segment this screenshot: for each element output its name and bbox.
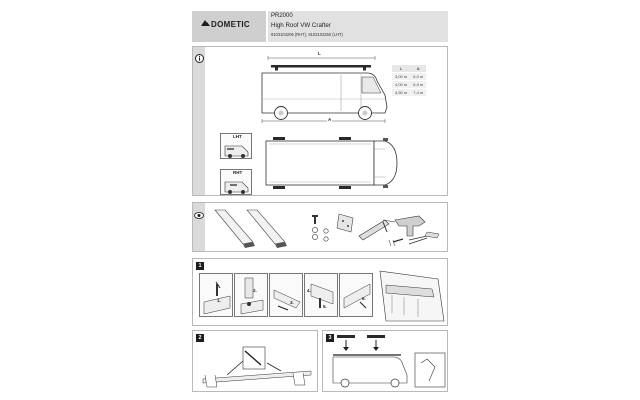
- dometic-logo-icon: [201, 20, 210, 26]
- step-1-panel-c: 3.: [269, 273, 303, 317]
- length-table: L A 3,00 m 6,0 m 4,00 m 6,9 m 4,50 m 7,4…: [392, 65, 427, 96]
- step-3-section: 3: [322, 330, 448, 392]
- table-cell: 7,4 m: [410, 88, 427, 96]
- van-side-view: [261, 56, 388, 123]
- table-cell: 3,00 m: [392, 72, 411, 81]
- parts-tools-section: [192, 202, 448, 252]
- info-side-bar: [193, 47, 205, 195]
- step-2-number: 2: [196, 334, 204, 342]
- bracket-mount-illustration: [310, 283, 334, 308]
- table-header-l: L: [392, 65, 411, 73]
- table-row: 4,00 m 6,9 m: [392, 80, 427, 89]
- step-1-panel-e: 6.: [339, 273, 373, 317]
- info-section: L A L A 3,00 m 6,0 m 4,00 m 6,9 m 4,50 m…: [192, 46, 448, 196]
- substep-6-label: 6.: [362, 296, 366, 301]
- rht-van-icon: [224, 181, 249, 194]
- rht-thumbnail: RHT: [220, 169, 252, 195]
- vehicle-name: High Roof VW Crafter: [271, 22, 331, 29]
- step-1-section: 1 1. 2. 3.: [192, 258, 448, 326]
- article-numbers: 9103104206 (RHT), 9103104250 (LHT): [271, 32, 343, 37]
- step-2-section: 2: [192, 330, 318, 392]
- rail-length-illustration: [202, 346, 312, 388]
- van-top-view: [265, 137, 398, 189]
- substep-1-label: 1.: [217, 298, 221, 303]
- parts-illustration: [214, 209, 440, 248]
- table-header-a: A: [410, 65, 427, 73]
- brand-block: DOMETIC: [192, 11, 266, 42]
- model-name: PR2000: [271, 13, 293, 19]
- eye-icon: [194, 212, 204, 219]
- table-cell: 6,0 m: [410, 72, 427, 81]
- rail-fix-illustration: [343, 283, 371, 309]
- lht-van-icon: [224, 145, 249, 158]
- a-marker: A: [327, 117, 333, 122]
- lht-label: LHT: [233, 134, 242, 139]
- parts-side-bar: [193, 203, 205, 251]
- table-cell: 4,50 m: [392, 88, 411, 96]
- substep-3-label: 3.: [290, 300, 294, 305]
- table-cell: 4,00 m: [392, 80, 411, 89]
- step-1-number: 1: [196, 262, 204, 270]
- rht-label: RHT: [233, 170, 243, 175]
- step-1-panel-a: 1.: [199, 273, 233, 317]
- instruction-sheet: DOMETIC PR2000 High Roof VW Crafter 9103…: [192, 8, 448, 392]
- product-title-block: PR2000 High Roof VW Crafter 9103104206 (…: [268, 11, 448, 42]
- step-1-panel-b: 2.: [234, 273, 268, 317]
- lht-thumbnail: LHT: [220, 133, 252, 159]
- info-icon: [195, 54, 204, 63]
- substep-5-label: 5.: [323, 304, 327, 309]
- wrench-tighten-illustration: [240, 277, 264, 315]
- roof-rail-detail-illustration: [379, 270, 445, 322]
- table-row: 3,00 m 6,0 m: [392, 72, 427, 81]
- brand-name: DOMETIC: [211, 20, 250, 29]
- substep-4-label: 4.: [307, 288, 311, 293]
- bolt-insert-illustration: [203, 281, 231, 315]
- table-row: 4,50 m 7,4 m: [392, 88, 427, 96]
- length-marker: L: [317, 51, 322, 56]
- step-1-panel-d: 4. 5.: [304, 273, 338, 317]
- slide-profile-illustration: [273, 289, 301, 311]
- step-3-number: 3: [326, 334, 334, 342]
- substep-2-label: 2.: [253, 288, 257, 293]
- awning-fit-illustration: [332, 335, 446, 388]
- table-cell: 6,9 m: [410, 80, 427, 89]
